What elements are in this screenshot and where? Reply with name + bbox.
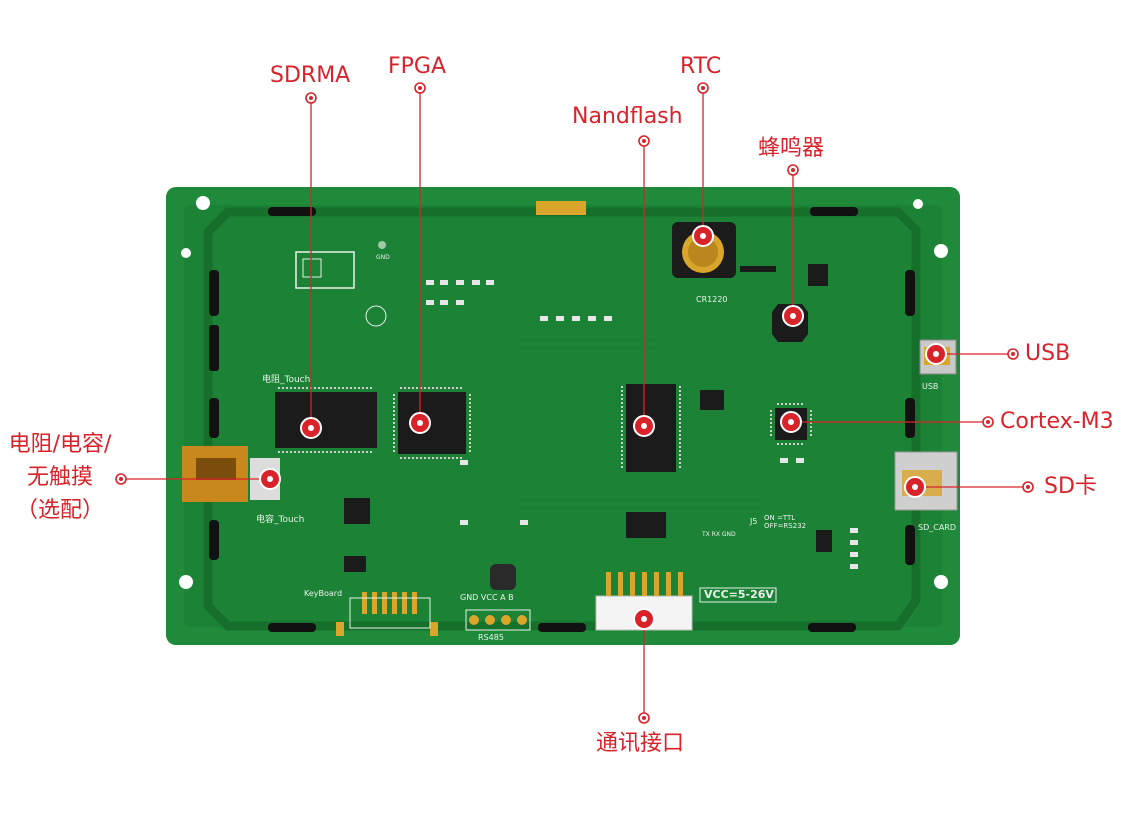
callout-cortex: Cortex-M3: [1000, 409, 1114, 434]
callout-touch: 电阻/电容/ 无触摸 （选配）: [0, 428, 120, 527]
callout-buzzer: 蜂鸣器: [758, 136, 825, 161]
callout-touch-line3: （选配）: [15, 498, 104, 523]
silk-resistive-touch: 电阻_Touch: [262, 373, 310, 385]
clip: [209, 398, 219, 438]
mount-hole: [934, 244, 948, 258]
clip: [538, 623, 586, 632]
clip: [268, 623, 316, 632]
clip: [209, 520, 219, 560]
pcb-inner-panel: [184, 205, 942, 627]
clip: [810, 207, 858, 216]
rs485-header: [469, 615, 527, 625]
sdram-pins: [278, 387, 374, 453]
mount-hole: [913, 199, 923, 209]
mount-hole: [181, 248, 191, 258]
callout-comm: 通讯接口: [596, 731, 685, 756]
silk-gnd: GND: [376, 254, 390, 261]
silk-rs485: RS485: [478, 633, 504, 642]
clip: [905, 398, 915, 438]
mount-hole: [934, 575, 948, 589]
callout-fpga: FPGA: [388, 54, 447, 79]
traces: [430, 339, 860, 561]
sdram-chip: [275, 392, 377, 448]
mount-hole: [196, 196, 210, 210]
callout-touch-line1: 电阻/电容/: [8, 432, 112, 457]
keyboard-pads: [336, 592, 438, 636]
silk-tx-rx-gnd: TX RX GND: [701, 531, 736, 538]
callout-rtc: RTC: [680, 54, 722, 79]
clip: [209, 325, 219, 371]
clip: [268, 207, 316, 216]
silk-off-rs232: OFF=RS232: [764, 522, 806, 530]
pcb-frame-octagon: [203, 207, 921, 631]
leader-lines: [121, 88, 1028, 718]
callout-usb: USB: [1025, 341, 1071, 366]
silk-on-ttl: ON =TTL: [764, 514, 795, 522]
silk-usb: USB: [922, 382, 938, 391]
mount-hole: [179, 575, 193, 589]
callout-nandflash: Nandflash: [572, 104, 683, 129]
fpga-chip: [398, 392, 466, 454]
clip: [808, 623, 856, 632]
callout-sdram: SDRMA: [270, 63, 351, 88]
silk-j5: J5: [749, 517, 757, 526]
clip: [905, 525, 915, 565]
top-connector: [536, 201, 586, 215]
silk-gnd-vcc-a-b: GND VCC A B: [460, 593, 514, 602]
silk-capacitive-touch: 电容_Touch: [256, 513, 304, 525]
callout-sd: SD卡: [1044, 474, 1097, 499]
clip: [905, 270, 915, 316]
silk-keyboard: KeyBoard: [304, 589, 342, 598]
callout-touch-line2: 无触摸: [26, 465, 93, 490]
clip: [209, 270, 219, 316]
silk-sd-card: SD_CARD: [918, 523, 956, 532]
silk-vcc-range: VCC=5-26V: [704, 588, 774, 601]
silk-cr1220: CR1220: [696, 295, 728, 304]
